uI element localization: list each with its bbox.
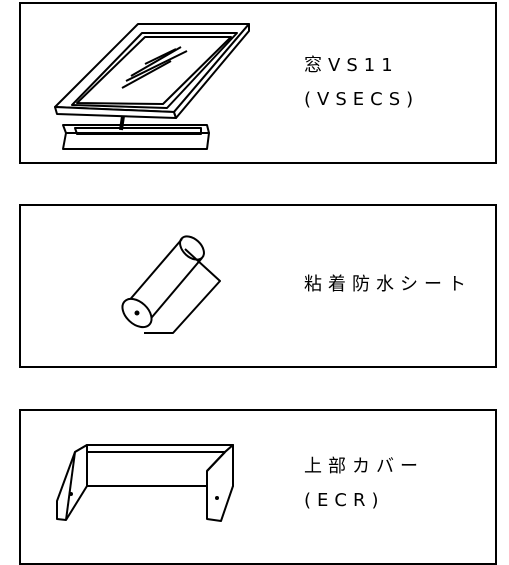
cover-panel: 上部カバー (ECR) [19,409,497,565]
window-panel: 窓VS11 (VSECS) [19,2,497,164]
tape-name: 粘着防水シート [304,274,472,295]
upper-cover-illustration [56,444,234,522]
cover-model: (ECR) [304,490,385,511]
cover-label: 上部カバー (ECR) [304,450,424,518]
window-model: (VSECS) [304,89,420,110]
window-name: 窓VS11 [304,55,399,76]
waterproof-sheet-roll-illustration [121,235,221,334]
cover-name: 上部カバー [304,456,424,477]
tape-label: 粘着防水シート [304,268,472,302]
tape-panel: 粘着防水シート [19,204,497,368]
skylight-window-illustration [54,23,250,150]
window-label: 窓VS11 (VSECS) [304,49,419,117]
